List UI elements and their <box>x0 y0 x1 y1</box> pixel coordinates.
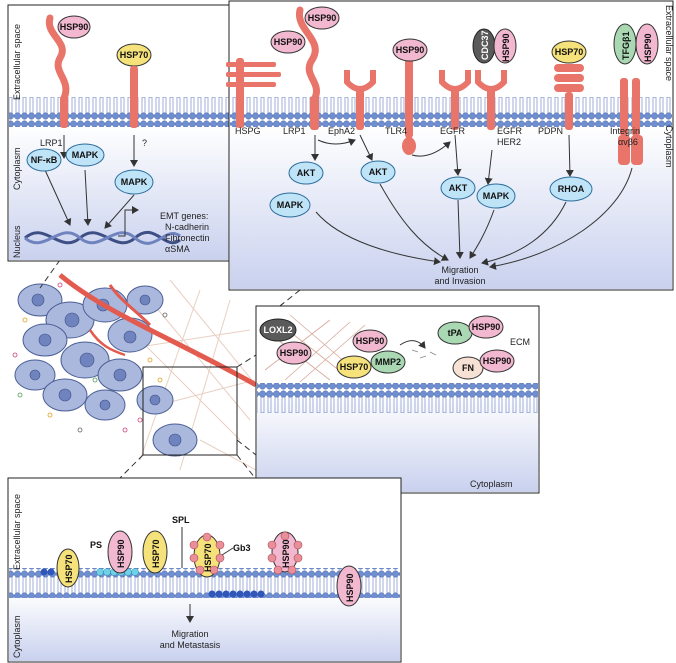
nucleus-label: Nucleus <box>12 225 22 258</box>
zoom-connectors <box>39 259 301 479</box>
mapk-label-b1: MAPK <box>277 200 304 210</box>
hsp90-label: HSP90 <box>60 22 89 32</box>
hsp90-label-b2: HSP90 <box>274 37 303 47</box>
migration-label-d: Migration <box>171 629 208 639</box>
cytoplasm-label-a: Cytoplasm <box>12 147 22 190</box>
hsp90-label-b4: HSP90 <box>501 33 511 62</box>
akt-label-b1: AKT <box>297 168 316 178</box>
hsp90-label-c3: HSP90 <box>472 322 501 332</box>
tumour-cluster <box>12 273 258 457</box>
hsp90-label-d3: HSP90 <box>345 573 355 602</box>
egfr-her2-label: EGFR <box>497 126 523 136</box>
tlr4-label: TLR4 <box>385 126 407 136</box>
hsp90-label-b1: HSP90 <box>308 13 337 23</box>
integrin-label: Integrin <box>610 126 640 136</box>
hsp90-label-c4: HSP90 <box>483 356 512 366</box>
emt-genes-label: EMT genes: <box>160 211 208 221</box>
hsp90-node <box>57 15 91 39</box>
ncadherin-label: N-cadherin <box>165 222 209 232</box>
extracellular-label-d: Extracellular space <box>12 494 22 570</box>
fibronectin-label: Fibronectin <box>165 233 210 243</box>
nfkb-label: NF-κB <box>31 155 58 165</box>
hsp90-label-d2: HSP90 <box>281 539 291 568</box>
tpa-label: tPA <box>448 328 463 338</box>
mapk-label-a1: MAPK <box>72 150 99 160</box>
migration-label-b: Migration <box>441 265 478 275</box>
ps-label: PS <box>90 540 102 550</box>
mmp2-label: MMP2 <box>375 357 401 367</box>
hsp90-label-c1: HSP90 <box>280 348 309 358</box>
hsp70-label-b: HSP70 <box>555 47 584 57</box>
mapk-label-a2: MAPK <box>121 177 148 187</box>
lrp1-label-a: LRP1 <box>40 138 63 148</box>
cytoplasm-label-b: Cytoplasm <box>664 125 674 168</box>
rhoa-label: RHOA <box>558 184 585 194</box>
hsp90-label-b5: HSP90 <box>643 33 653 62</box>
extracellular-vesicles <box>12 282 168 433</box>
hsp70-label-d3: HSP70 <box>203 543 213 572</box>
question-label: ? <box>142 138 147 148</box>
cytoplasm-label-d: Cytoplasm <box>12 615 22 658</box>
avb6-label: αvβ6 <box>618 137 638 147</box>
tgfb-label: TFGβ1 <box>621 32 631 61</box>
extracellular-label-b: Extracellular space <box>664 5 674 81</box>
hsp70-label-d1: HSP70 <box>64 554 74 583</box>
epha2-label: EphA2 <box>328 126 355 136</box>
hsp90-label-d1: HSP90 <box>116 539 126 568</box>
cytoplasm-label-c: Cytoplasm <box>470 479 513 489</box>
hsp70-label-c: HSP70 <box>340 362 369 372</box>
hsp90-label-c2: HSP90 <box>356 336 385 346</box>
hsp70-label: HSP70 <box>120 50 149 60</box>
loxl2-label: LOXL2 <box>263 325 292 335</box>
panel-d: Extracellular space Cytoplasm HSP70 PS H… <box>7 477 402 663</box>
egfr-label: EGFR <box>440 126 466 136</box>
ecm-label: ECM <box>510 337 530 347</box>
hsp70-label-d2: HSP70 <box>151 539 161 568</box>
extracellular-label-a: Extracellular space <box>12 24 22 100</box>
spl-label: SPL <box>172 515 190 525</box>
panel-a: Extracellular space Cytoplasm Nucleus HS… <box>7 4 235 262</box>
hspg-label: HSPG <box>235 126 261 136</box>
cdc37-label: CDC37 <box>480 30 490 60</box>
panel-b: Extracellular space Cytoplasm HSPG HSP90… <box>226 0 674 291</box>
invasion-label-b: and Invasion <box>434 276 485 286</box>
mapk-label-b2: MAPK <box>483 191 510 201</box>
asma-label: αSMA <box>165 244 190 254</box>
gb3-label: Gb3 <box>233 543 251 553</box>
akt-label-b3: AKT <box>449 183 468 193</box>
panel-c: LOXL2 HSP90 HSP90 HSP70 MMP2 tPA HSP90 F… <box>255 305 540 494</box>
akt-label-b2: AKT <box>369 167 388 177</box>
her2-label: HER2 <box>497 137 521 147</box>
lrp1-label-b: LRP1 <box>283 126 306 136</box>
metastasis-label: and Metastasis <box>160 640 221 650</box>
fn-label: FN <box>462 363 474 373</box>
hsp90-label-b3: HSP90 <box>396 45 425 55</box>
pdpn-label: PDPN <box>538 126 563 136</box>
